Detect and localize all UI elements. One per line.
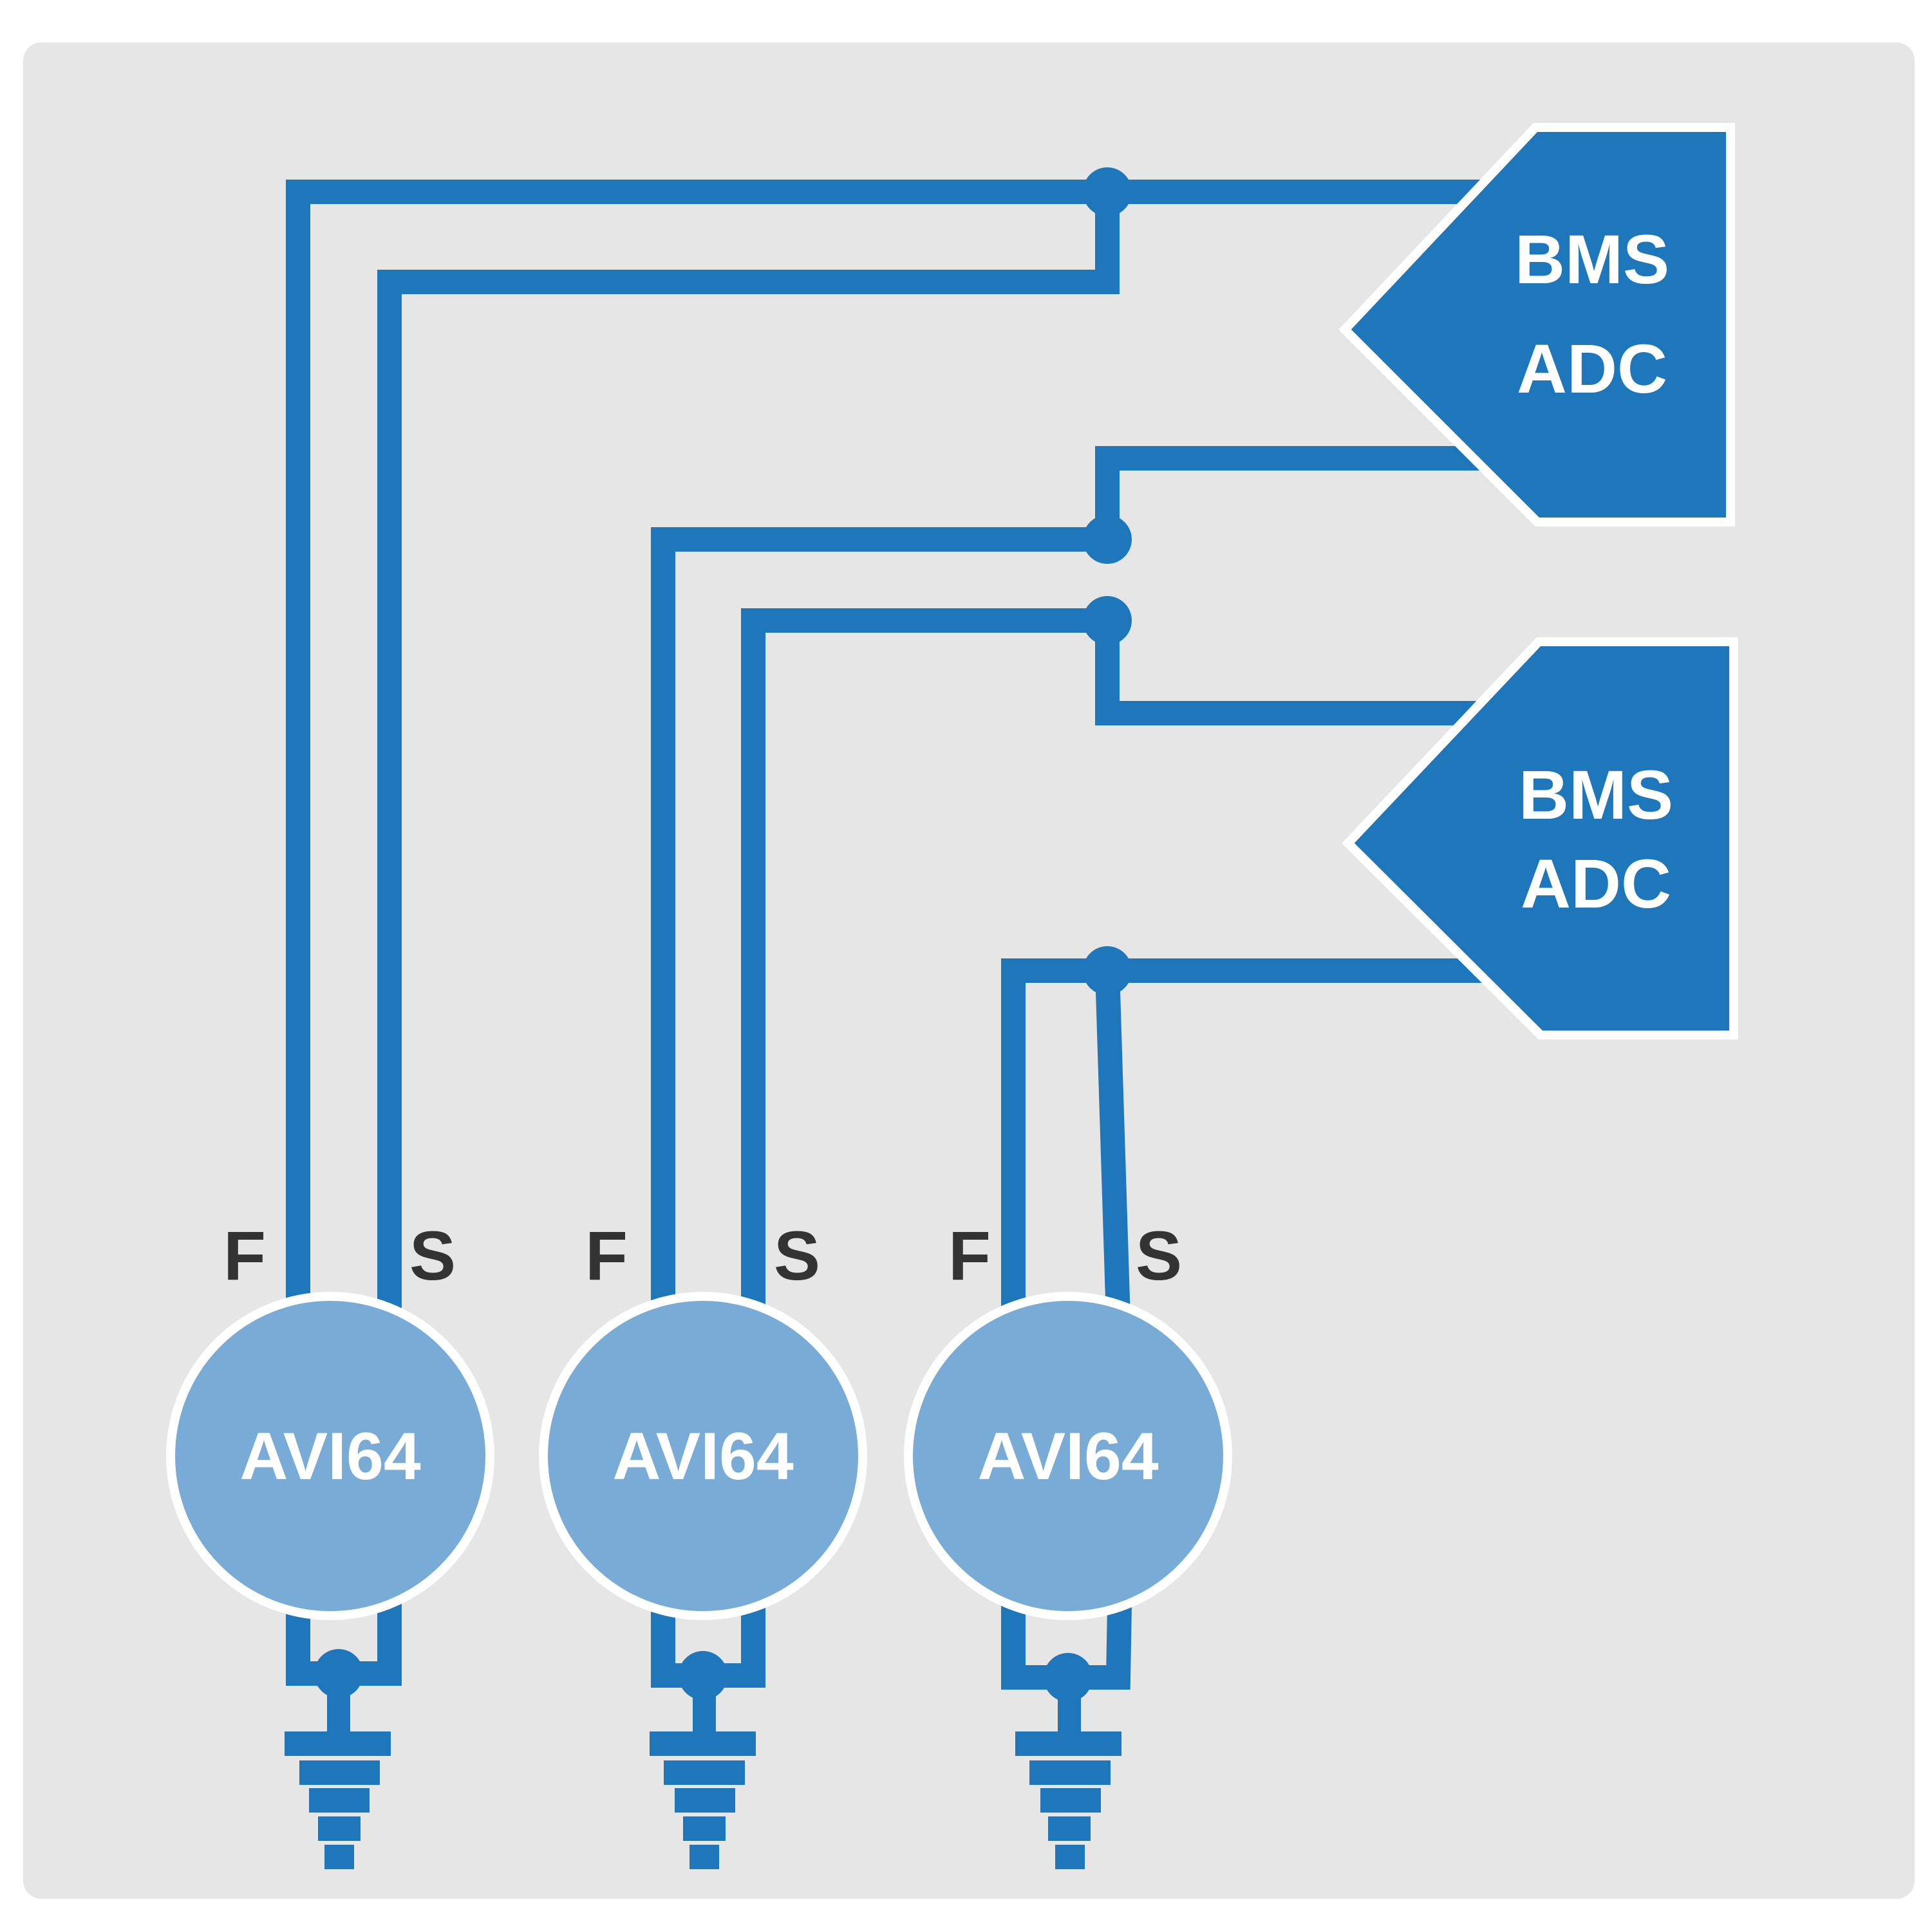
- wire-sensor1-s: [377, 192, 1120, 1313]
- junction-dot: [1044, 1653, 1093, 1702]
- adc-block-shape: [1342, 637, 1738, 1040]
- adc-block-label-line1: BMS: [1515, 220, 1669, 298]
- junction-dot: [314, 1649, 363, 1698]
- adc-block-label-line2: ADC: [1521, 844, 1671, 922]
- adc-block-label-line2: ADC: [1517, 330, 1667, 407]
- wire-sensor3-f: [1001, 958, 1500, 1320]
- wire-adc1-lower: [1095, 446, 1506, 539]
- sensor-label: AVI64: [977, 1419, 1158, 1494]
- junction-dot: [679, 1651, 727, 1700]
- junction-dot: [1083, 167, 1132, 216]
- sensor3-s-label: S: [1136, 1217, 1182, 1294]
- junction-dot: [1083, 596, 1132, 645]
- sensor-body: [166, 1292, 494, 1620]
- terminal-labels: F S F S F S: [223, 1217, 1182, 1294]
- ground-icon: [285, 1686, 391, 1869]
- sensor2-s-label: S: [774, 1217, 820, 1294]
- sensor-2: AVI64: [539, 1292, 867, 1620]
- junction-dot: [1083, 946, 1132, 995]
- ground-icon: [650, 1688, 756, 1869]
- adc-block-1: BMS ADC: [1338, 123, 1735, 527]
- junction-dot: [1083, 515, 1132, 564]
- sensor-3: AVI64: [904, 1292, 1232, 1620]
- sensor-body: [539, 1292, 867, 1620]
- adc-block-shape: [1338, 123, 1735, 527]
- sensor-label: AVI64: [612, 1419, 793, 1494]
- wire-sensor2-f: [651, 527, 1107, 1320]
- adc-block-2: BMS ADC: [1342, 637, 1738, 1040]
- sensor3-f-label: F: [948, 1217, 991, 1294]
- adc-block-label-line1: BMS: [1519, 756, 1673, 834]
- sensor-body: [904, 1292, 1232, 1620]
- sensor-label: AVI64: [239, 1419, 420, 1494]
- junctions: [314, 167, 1132, 1702]
- sensor-1: AVI64: [166, 1292, 494, 1620]
- diagram-background: [23, 42, 1915, 1899]
- sensor2-f-label: F: [585, 1217, 628, 1294]
- wire-sensor2-s: [741, 608, 1107, 1320]
- ground-icon: [1015, 1690, 1121, 1869]
- wire-sensor3-s: [1095, 970, 1130, 1320]
- sensor1-f-label: F: [223, 1217, 266, 1294]
- wire-adc2-upper: [1095, 620, 1494, 725]
- sensor1-s-label: S: [409, 1217, 456, 1294]
